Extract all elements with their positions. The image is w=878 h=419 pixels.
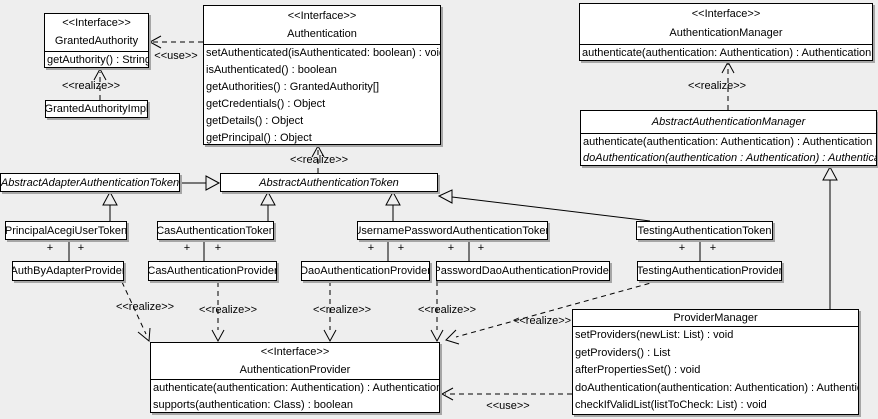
class-name: Authentication <box>287 28 357 40</box>
class-auth-by-adapter-provider[interactable]: AuthByAdapterProvider <box>12 261 124 281</box>
method-row: authenticate(authentication: Authenticat… <box>583 136 873 148</box>
generalization-testing-token-to-abstract-token[interactable] <box>437 189 651 222</box>
class-name: GrantedAuthorityImpl <box>45 103 148 115</box>
method-row: supports(authentication: Class) : boolea… <box>153 399 353 411</box>
class-provider-manager[interactable]: ProviderManager setProviders(newList: Li… <box>572 309 859 415</box>
method-row: doAuthentication(authentication: Authent… <box>575 381 858 394</box>
association-plus-label: + <box>367 242 375 254</box>
class-cas-authentication-token[interactable]: CasAuthenticationToken <box>157 221 274 240</box>
generalization-usernamepassword-token-to-abstract-token[interactable] <box>385 190 401 221</box>
realize-label: <<realize>> <box>289 154 349 166</box>
method-row: getAuthorities() : GrantedAuthority[] <box>206 81 380 93</box>
realize-label: <<realize>> <box>687 80 747 92</box>
use-authentication-to-granted-authority[interactable] <box>148 35 203 49</box>
realize-authbyadapter-provider-to-authentication-provider[interactable] <box>121 281 151 342</box>
realize-dao-provider-to-authentication-provider[interactable] <box>323 281 337 343</box>
class-authentication-manager[interactable]: <<Interface>> AuthenticationManager auth… <box>579 3 873 61</box>
association-plus-label: + <box>77 242 85 254</box>
class-name: UsernamePasswordAuthenticationToken <box>357 224 548 237</box>
association-plus-label: + <box>678 242 686 254</box>
stereotype-label: <<Interface>> <box>260 346 330 358</box>
method-row: setProviders(newList: List) : void <box>575 329 734 341</box>
association-plus-label: + <box>183 242 191 254</box>
generalization-provider-manager-to-abstract-authentication-manager[interactable] <box>822 165 838 309</box>
realize-abstract-token-to-authentication[interactable] <box>311 144 325 173</box>
class-name: GrantedAuthority <box>54 35 139 47</box>
realize-label: <<realize>> <box>312 304 372 316</box>
class-name: AuthByAdapterProvider <box>12 265 124 277</box>
stereotype-label: <<Interface>> <box>691 8 761 20</box>
use-label: <<use>> <box>154 50 198 62</box>
generalization-cas-token-to-abstract-token[interactable] <box>260 190 276 221</box>
class-granted-authority[interactable]: <<Interface>> GrantedAuthority getAuthor… <box>44 13 149 68</box>
class-name: DaoAuthenticationProvider <box>301 265 430 277</box>
class-authentication[interactable]: <<Interface>> Authentication setAuthenti… <box>203 5 441 145</box>
class-name: TestingAuthenticationProvider <box>637 265 782 277</box>
class-name: AbstractAuthenticationToken <box>259 176 399 189</box>
class-abstract-authentication-manager[interactable]: AbstractAuthenticationManager authentica… <box>580 110 877 166</box>
class-testing-authentication-provider[interactable]: TestingAuthenticationProvider <box>637 261 782 281</box>
realize-label: <<realize>> <box>198 304 258 316</box>
method-row-abstract: doAuthentication(authentication : Authen… <box>583 152 876 164</box>
method-row: getProviders() : List <box>575 346 671 359</box>
method-row: getDetails() : Object <box>206 115 304 127</box>
class-password-dao-authentication-provider[interactable]: PasswordDaoAuthenticationProvider <box>436 261 610 281</box>
use-provider-manager-to-authentication-provider[interactable] <box>440 387 572 401</box>
class-testing-authentication-token[interactable]: TestingAuthenticationToken <box>636 221 773 240</box>
association-plus-label: + <box>46 242 54 254</box>
class-name: ProviderManager <box>573 310 858 327</box>
method-row: setAuthenticated(isAuthenticated: boolea… <box>206 47 440 59</box>
class-authentication-provider[interactable]: <<Interface>> AuthenticationProvider aut… <box>150 342 440 413</box>
realize-label: <<realize>> <box>115 301 175 313</box>
realize-label: <<realize>> <box>417 304 477 316</box>
generalization-principal-token-to-abstract-adapter-token[interactable] <box>102 190 118 221</box>
use-label: <<use>> <box>486 400 530 412</box>
class-name: AuthenticationManager <box>669 27 783 39</box>
realize-abstract-authentication-manager-to-authentication-manager[interactable] <box>721 60 735 110</box>
association-plus-label: + <box>214 242 222 254</box>
class-granted-authority-impl[interactable]: GrantedAuthorityImpl <box>45 100 148 118</box>
class-name: PasswordDaoAuthenticationProvider <box>436 265 610 277</box>
stereotype-label: <<Interface>> <box>62 17 131 29</box>
realize-label: <<realize>> <box>61 80 121 92</box>
stereotype-label: <<Interface>> <box>287 10 357 22</box>
method-row: getCredentials() : Object <box>206 98 326 110</box>
class-name: AbstractAuthenticationManager <box>581 111 876 134</box>
method-row: authenticate(authentication: Authenticat… <box>153 382 439 394</box>
association-plus-label: + <box>397 242 405 254</box>
generalization-abstract-adapter-token-to-abstract-token[interactable] <box>180 175 221 191</box>
association-plus-label: + <box>477 242 485 254</box>
method-row: getPrincipal() : Object <box>206 132 312 144</box>
class-dao-authentication-provider[interactable]: DaoAuthenticationProvider <box>301 261 430 281</box>
class-name: AuthenticationProvider <box>239 364 351 376</box>
realize-cas-provider-to-authentication-provider[interactable] <box>211 282 225 343</box>
class-abstract-authentication-token[interactable]: AbstractAuthenticationToken <box>220 173 438 192</box>
method-row: isAuthenticated() : boolean <box>206 64 337 76</box>
class-name: CasAuthenticationToken <box>157 224 274 237</box>
realize-granted-authority-impl-to-granted-authority[interactable] <box>93 67 107 100</box>
class-name: TestingAuthenticationToken <box>637 224 772 237</box>
class-principal-acegi-user-token[interactable]: PrincipalAcegiUserToken <box>5 221 127 240</box>
method-row: getAuthority() : String <box>47 54 148 66</box>
class-name: AbstractAdapterAuthenticationToken <box>0 176 180 189</box>
method-row: checkIfValidList(listToCheck: List) : vo… <box>575 399 767 412</box>
realize-label: <<realize>> <box>512 315 572 327</box>
class-cas-authentication-provider[interactable]: CasAuthenticationProvider <box>148 261 277 281</box>
class-name: CasAuthenticationProvider <box>148 265 277 277</box>
class-name: PrincipalAcegiUserToken <box>5 224 127 237</box>
method-row: authenticate(authentication: Authenticat… <box>582 47 872 59</box>
association-plus-label: + <box>447 242 455 254</box>
association-plus-label: + <box>709 242 717 254</box>
class-username-password-authentication-token[interactable]: UsernamePasswordAuthenticationToken <box>357 221 548 240</box>
method-row: afterPropertiesSet() : void <box>575 364 701 377</box>
realize-testing-provider-to-authentication-provider[interactable] <box>445 280 659 345</box>
class-abstract-adapter-authentication-token[interactable]: AbstractAdapterAuthenticationToken <box>0 173 180 192</box>
realize-passworddao-provider-to-authentication-provider[interactable] <box>430 281 444 343</box>
